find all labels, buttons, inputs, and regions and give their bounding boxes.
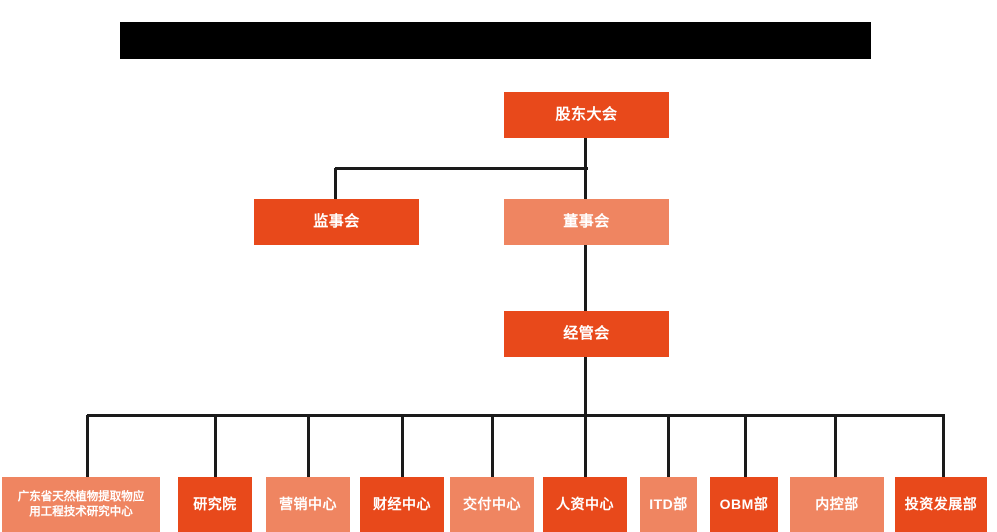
org-node-investment-development-department[interactable]: 投资发展部 xyxy=(895,477,987,532)
connector-drop-finance-center xyxy=(401,415,404,477)
org-node-management-committee[interactable]: 经管会 xyxy=(504,311,669,357)
org-node-internal-control-department[interactable]: 内控部 xyxy=(790,477,884,532)
org-node-label-board-of-supervisors: 监事会 xyxy=(313,212,360,230)
org-node-label-gd-plant-extract-center: 广东省天然植物提取物应用工程技术研究中心 xyxy=(17,491,145,518)
org-node-obm-department[interactable]: OBM部 xyxy=(710,477,778,532)
connector-drop-investment-development-department xyxy=(942,415,945,477)
redacted-title-bar xyxy=(120,22,871,59)
connector-c-level2-bus xyxy=(335,167,588,170)
org-node-hr-center[interactable]: 人资中心 xyxy=(543,477,627,532)
org-node-gd-plant-extract-center[interactable]: 广东省天然植物提取物应用工程技术研究中心 xyxy=(2,477,160,532)
org-node-label-finance-center: 财经中心 xyxy=(373,495,431,512)
org-node-label-investment-development-department: 投资发展部 xyxy=(904,495,978,512)
org-node-label-research-institute: 研究院 xyxy=(193,495,237,512)
org-node-board-of-supervisors[interactable]: 监事会 xyxy=(254,199,419,245)
org-node-label-board-of-directors: 董事会 xyxy=(563,212,610,230)
org-node-label-delivery-center: 交付中心 xyxy=(463,495,521,512)
connector-drop-delivery-center xyxy=(491,415,494,477)
org-node-delivery-center[interactable]: 交付中心 xyxy=(450,477,534,532)
org-node-board-of-directors[interactable]: 董事会 xyxy=(504,199,669,245)
org-node-label-hr-center: 人资中心 xyxy=(556,495,614,512)
connector-c-level4-bus xyxy=(87,414,945,417)
connector-drop-hr-center xyxy=(584,415,587,477)
org-node-label-shareholders-meeting: 股东大会 xyxy=(555,105,618,123)
connector-c-management-down xyxy=(584,357,587,417)
connector-c-directors-down xyxy=(584,245,587,311)
org-node-finance-center[interactable]: 财经中心 xyxy=(360,477,444,532)
org-node-label-itd-department: ITD部 xyxy=(649,495,688,512)
org-node-label-management-committee: 经管会 xyxy=(563,324,610,342)
org-node-label-obm-department: OBM部 xyxy=(719,495,769,512)
connector-drop-gd-plant-extract-center xyxy=(86,415,89,477)
connector-drop-obm-department xyxy=(744,415,747,477)
connector-drop-internal-control-department xyxy=(834,415,837,477)
org-node-marketing-center[interactable]: 营销中心 xyxy=(266,477,350,532)
org-node-research-institute[interactable]: 研究院 xyxy=(178,477,252,532)
org-node-label-marketing-center: 营销中心 xyxy=(279,495,337,512)
connector-c-supervisors-down xyxy=(334,168,337,199)
connector-drop-itd-department xyxy=(667,415,670,477)
connector-drop-research-institute xyxy=(214,415,217,477)
org-node-itd-department[interactable]: ITD部 xyxy=(640,477,697,532)
org-node-label-internal-control-department: 内控部 xyxy=(815,495,859,512)
connector-drop-marketing-center xyxy=(307,415,310,477)
org-node-shareholders-meeting[interactable]: 股东大会 xyxy=(504,92,669,138)
